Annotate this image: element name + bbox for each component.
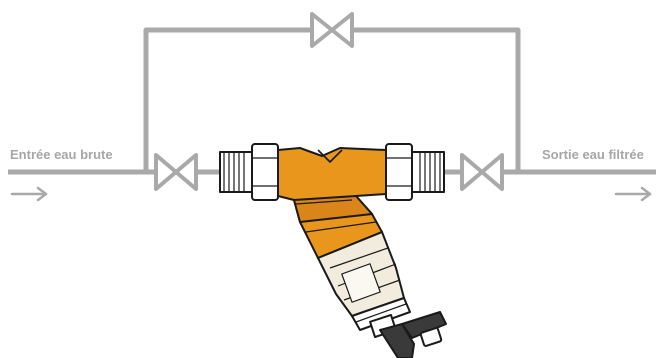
bypass-valve-icon[interactable] [310, 12, 354, 48]
outlet-label: Sortie eau filtrée [542, 147, 644, 162]
inlet-label: Entrée eau brute [10, 147, 113, 162]
outlet-valve-icon[interactable] [460, 153, 504, 191]
inlet-valve-icon[interactable] [154, 153, 198, 191]
drain-valve-handle-icon[interactable] [369, 311, 447, 358]
outlet-flow-arrow-icon [614, 186, 652, 202]
filter-assembly [219, 143, 447, 358]
inlet-threaded-connector [219, 143, 279, 201]
inlet-flow-arrow-icon [10, 186, 48, 202]
bypass-pipe [143, 27, 521, 172]
outlet-threaded-connector [385, 143, 445, 201]
filter-housing [277, 147, 387, 259]
filter-bowl [317, 231, 411, 331]
